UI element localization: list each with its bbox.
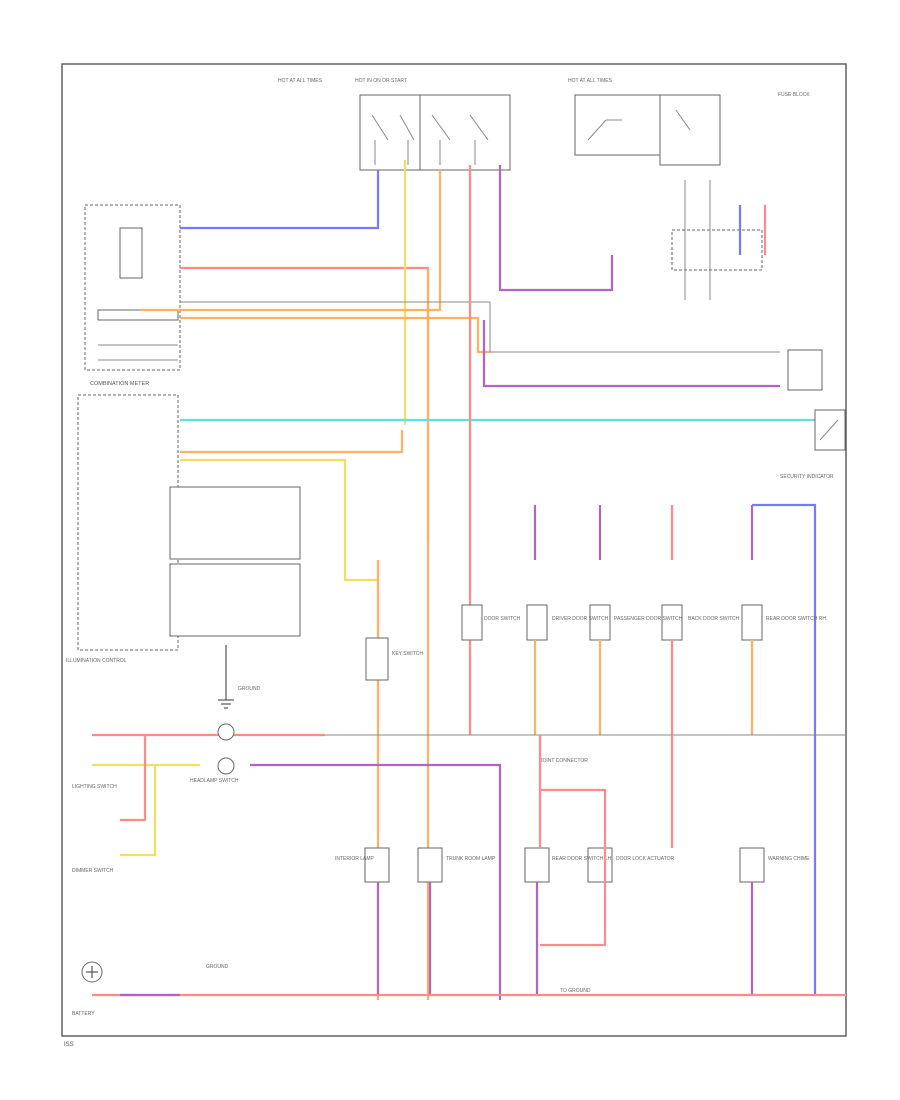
key-switch <box>365 637 389 681</box>
wire-yellow-b <box>180 458 378 582</box>
wire-gray-a <box>180 301 780 353</box>
fuse-block-left <box>359 94 431 171</box>
right-relay-group <box>671 180 767 300</box>
label-door-switch: DOOR SWITCH <box>484 616 520 622</box>
fuse-block-right <box>574 94 721 166</box>
label-ground-left: GROUND <box>238 686 261 692</box>
label-battery: BATTERY <box>72 1011 95 1017</box>
label-lighting-switch: LIGHTING SWITCH <box>72 784 117 790</box>
fuse-block-mid <box>419 94 511 171</box>
label-interior-lamp: INTERIOR LAMP <box>335 856 375 862</box>
wire-orange-b <box>180 316 490 354</box>
label-rear-door-lh: REAR DOOR SWITCH LH <box>552 856 612 862</box>
battery-symbol <box>81 961 103 983</box>
wire-purple-b <box>482 320 780 388</box>
headlamp-switch <box>217 723 235 775</box>
label-fuse-top-right: HOT AT ALL TIMES <box>568 78 613 84</box>
label-trunk-lamp: TRUNK ROOM LAMP <box>446 856 496 862</box>
label-fuse-block: FUSE BLOCK <box>778 92 810 98</box>
label-back-door: BACK DOOR SWITCH <box>688 616 740 622</box>
label-ground-bottom: GROUND <box>206 964 229 970</box>
label-warning-chime: WARNING CHIME <box>768 856 810 862</box>
label-fuse-top-left: HOT AT ALL TIMES <box>278 78 323 84</box>
label-security-indicator: SECURITY INDICATOR <box>780 474 834 480</box>
ground-symbol <box>218 645 234 709</box>
wire-pink-c <box>120 735 147 822</box>
wire-pink-loop <box>540 788 607 947</box>
body-control-module <box>84 204 181 371</box>
wire-blue-right <box>752 503 817 995</box>
wire-purple-c <box>250 763 502 1000</box>
wire-orange-a <box>140 170 442 312</box>
label-dimmer-switch: DIMMER SWITCH <box>72 868 114 874</box>
label-fuse-top-mid: HOT IN ON OR START <box>355 78 407 84</box>
security-indicator <box>787 349 846 451</box>
wire-yellow-d <box>120 765 157 857</box>
label-driver-door: DRIVER DOOR SWITCH <box>552 616 609 622</box>
label-to-ground-b: TO GROUND <box>560 988 591 994</box>
label-combination-meter: COMBINATION METER <box>90 381 149 387</box>
wire-blue-a <box>180 170 380 230</box>
label-rear-door-rh: REAR DOOR SWITCH RH <box>766 616 826 622</box>
diagram-frame <box>61 63 847 1037</box>
wire-orange-c <box>180 430 404 454</box>
wire-purple-a <box>498 165 614 292</box>
combination-meter <box>77 394 301 651</box>
label-door-lock-actuator: DOOR LOCK ACTUATOR <box>616 856 675 862</box>
door-switch-row <box>461 604 763 641</box>
lamp-row <box>364 847 765 883</box>
label-passenger-door: PASSENGER DOOR SWITCH <box>614 616 683 622</box>
label-key-switch: KEY SWITCH <box>392 651 423 657</box>
label-headlamp-switch: HEADLAMP SWITCH <box>190 778 239 784</box>
footer-code: ISS <box>64 1042 74 1048</box>
label-illum-control: ILLUMINATION CONTROL <box>66 658 127 664</box>
label-junction: JOINT CONNECTOR <box>540 758 588 764</box>
